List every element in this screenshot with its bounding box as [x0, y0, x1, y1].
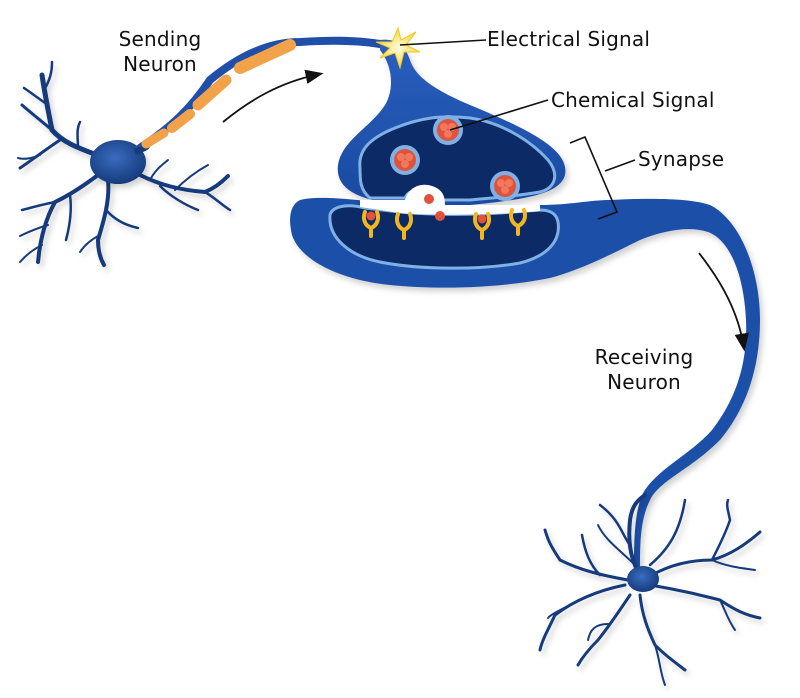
sending-neuron-label: Sending Neuron	[107, 27, 213, 77]
receiving-neuron-dendrites	[538, 493, 762, 686]
vesicle	[390, 145, 420, 175]
receptor-bound	[361, 210, 381, 238]
synapse-label: Synapse	[638, 147, 725, 171]
synapse-leader	[604, 159, 636, 172]
sending-neuron-label-line2: Neuron	[123, 52, 197, 76]
vesicles	[390, 115, 520, 201]
receptor-open	[508, 208, 528, 236]
sending-neuron-cell-body	[90, 140, 146, 184]
receiving-neuron-label-line2: Neuron	[607, 370, 681, 394]
electrical-signal-leader	[399, 39, 487, 46]
receiving-neuron-label: Receiving Neuron	[588, 345, 700, 395]
receiving-neuron-cell-body	[627, 566, 659, 592]
chemical-signal-leader	[449, 99, 549, 131]
receptor-bound	[472, 212, 492, 240]
synapse-bracket	[569, 135, 619, 220]
vesicle	[433, 115, 463, 145]
receptor-open	[394, 212, 414, 240]
receiving-neuron-label-line1: Receiving	[594, 345, 694, 369]
myelin-sheaths	[141, 39, 296, 149]
direction-arrow-receiving	[698, 252, 749, 352]
sending-neuron-dendrites	[17, 60, 232, 267]
neurotransmitters	[424, 194, 445, 221]
leader-lines	[399, 39, 636, 220]
direction-arrow-sending	[222, 69, 324, 123]
vesicle	[490, 171, 520, 201]
receptors	[361, 208, 528, 240]
sending-neuron-label-line1: Sending	[118, 27, 202, 51]
electrical-signal-label: Electrical Signal	[487, 27, 651, 51]
electrical-signal-spark	[375, 26, 421, 70]
chemical-signal-label: Chemical Signal	[551, 88, 715, 112]
synaptic-cleft	[360, 184, 540, 215]
